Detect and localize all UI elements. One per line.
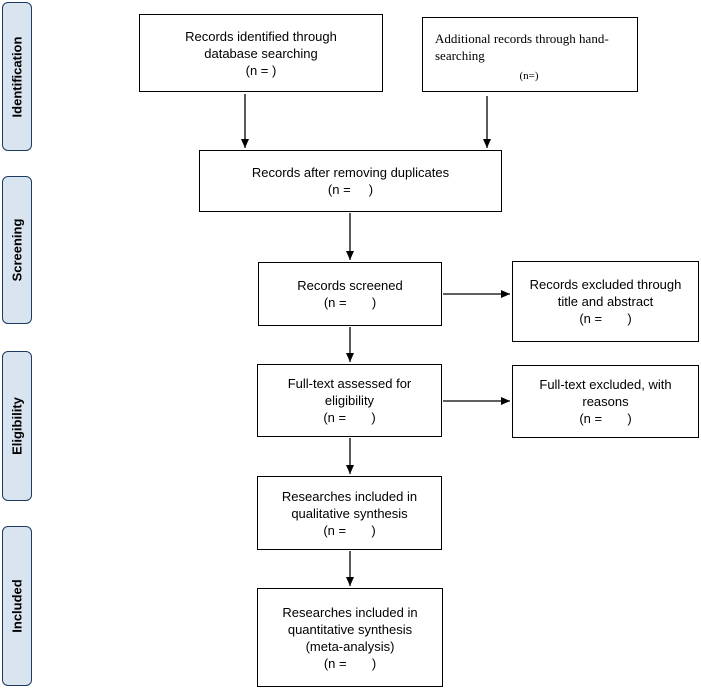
quantitative-count: (n = ) [323,655,377,671]
quantitative-line1: Researches included in [282,604,418,620]
database-search-count: (n = ) [245,62,277,78]
fulltext-excluded-line1: Full-text excluded, with [539,377,672,392]
excluded-title-line1: Records excluded through [529,277,682,292]
hand-search-line1: Additional records through hand- [435,31,609,46]
qualitative-line1: Researches included in [281,488,418,504]
records-screened-line1: Records screened [297,278,403,293]
box-after-duplicates: Records after removing duplicates (n = ) [199,150,502,212]
phase-included: Included [2,526,32,686]
quantitative-line3: (meta-analysis) [305,638,395,654]
box-fulltext-assessed: Full-text assessed for eligibility (n = … [257,364,442,437]
phase-identification: Identification [2,2,32,151]
fulltext-assessed-count: (n = ) [323,410,376,425]
box-quantitative-synthesis: Researches included in quantitative synt… [257,588,443,687]
box-fulltext-excluded: Full-text excluded, with reasons (n = ) [512,365,699,438]
box-qualitative-synthesis: Researches included in qualitative synth… [257,476,442,550]
box-hand-search: Additional records through hand- searchi… [422,17,638,92]
phase-screening: Screening [2,176,32,324]
records-screened-count: (n = ) [323,295,377,310]
phase-eligibility: Eligibility [2,351,32,501]
fulltext-excluded-line2: reasons [582,394,629,409]
qualitative-line2: qualitative synthesis [291,505,408,521]
database-search-line2: database searching [204,45,318,61]
fulltext-assessed-line1: Full-text assessed for [287,376,412,391]
box-excluded-title-abstract: Records excluded through title and abstr… [512,261,699,342]
quantitative-line2: quantitative synthesis [287,621,413,637]
box-records-screened: Records screened (n = ) [258,262,442,326]
box-database-search: Records identified through database sear… [139,14,383,92]
after-duplicates-line1: Records after removing duplicates [251,165,450,180]
hand-search-line2: searching [435,48,485,63]
fulltext-assessed-line2: eligibility [324,393,375,408]
fulltext-excluded-count: (n = ) [579,411,632,426]
database-search-line1: Records identified through [185,28,337,44]
excluded-title-count: (n = ) [579,311,632,326]
excluded-title-line2: title and abstract [557,294,654,309]
qualitative-count: (n = ) [323,522,376,538]
after-duplicates-count: (n = ) [327,182,374,197]
hand-search-count: (n=) [519,70,539,82]
